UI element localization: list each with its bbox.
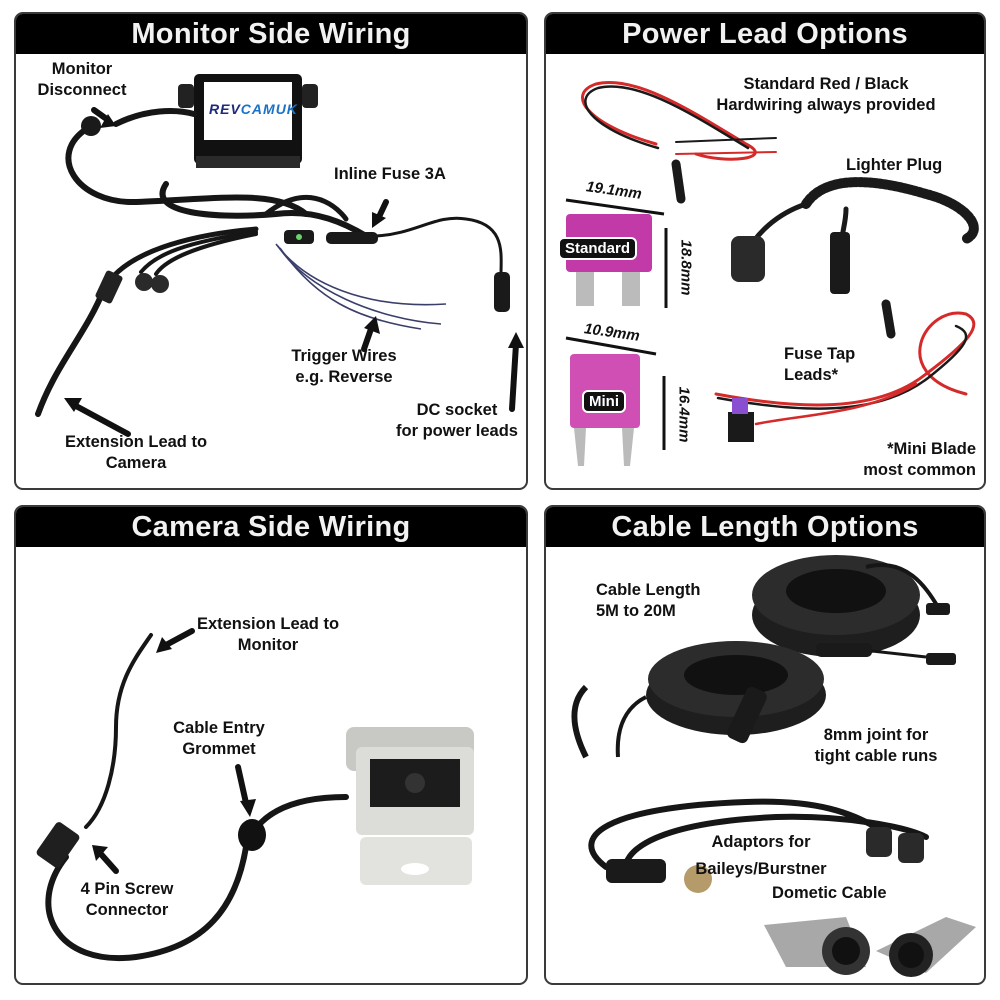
- lighter-plug-body: [731, 236, 765, 282]
- cable-reel-small: [571, 641, 826, 759]
- label-mini-blade-note: *Mini Blade most common: [863, 440, 976, 479]
- cable-length-illustration: [571, 555, 976, 977]
- four-pin-screw-connector: [36, 822, 80, 868]
- standard-fuse-image: [566, 214, 652, 306]
- label-dometic-cable: Dometic Cable: [772, 884, 887, 902]
- dometic-connectors: [764, 917, 976, 977]
- adaptor-6pin-2: [898, 833, 924, 863]
- label-lighter-plug: Lighter Plug: [846, 156, 943, 174]
- reversing-camera-image: [346, 727, 474, 885]
- dimension-arrows: [565, 198, 668, 450]
- label-extension-lead-camera: Extension Lead to Camera: [64, 433, 208, 472]
- adaptor-cables: [588, 798, 929, 882]
- trigger-wires: [275, 243, 447, 330]
- monitor-disconnect-plug: [81, 116, 101, 136]
- label-8mm-joint: 8mm joint for tight cable runs: [814, 726, 938, 765]
- panel-title: Monitor Side Wiring: [16, 14, 526, 54]
- dim-standard-height: 18.8mm: [677, 239, 695, 296]
- dc-socket-image: [494, 272, 510, 312]
- fuse-tap-leads-image: [714, 299, 976, 426]
- dc-plug: [830, 232, 850, 294]
- revcamuk-logo: REVCAMUK: [209, 101, 298, 117]
- label-cable-entry-grommet: Cable Entry Grommet: [173, 719, 265, 758]
- dim-mini-height: 16.4mm: [675, 386, 693, 443]
- arrow-heads: [64, 114, 524, 412]
- arrow-heads: [92, 637, 256, 861]
- monitor-image: [178, 74, 318, 168]
- panel-cable-length-options: Cable Length Options: [544, 505, 986, 985]
- adaptor-4pin-end: [684, 865, 712, 893]
- connector-aux-2: [151, 275, 169, 293]
- badge-mini: Mini: [582, 390, 626, 413]
- inline-fuse-holder: [326, 232, 378, 244]
- monitor-cables: [35, 108, 503, 417]
- adaptor-6pin-1: [866, 827, 892, 857]
- panel-monitor-side-wiring: Monitor Side Wiring: [14, 12, 528, 490]
- panel-camera-side-wiring: Camera Side Wiring Extension Lead to: [14, 505, 528, 985]
- panel-power-lead-options: Power Lead Options: [544, 12, 986, 490]
- monitor-wiring-illustration: [35, 74, 524, 437]
- label-trigger-wires: Trigger Wires e.g. Reverse: [291, 347, 397, 386]
- label-fuse-tap: Fuse Tap Leads*: [784, 345, 856, 384]
- camera-wiring-illustration: [36, 628, 474, 962]
- pointer-arrows: [97, 628, 249, 874]
- label-standard-hardwiring: Standard Red / Black Hardwiring always p…: [716, 75, 936, 114]
- label-monitor-disconnect: Monitor Disconnect: [37, 60, 127, 99]
- hardwiring-lead-image: [581, 81, 777, 204]
- cable-reel-large: [752, 555, 956, 665]
- lighter-plug-image: [743, 177, 979, 257]
- camera-cable: [45, 633, 349, 962]
- cable-entry-grommet: [238, 819, 266, 851]
- fuse-tap-holder: [728, 412, 754, 442]
- connector-aux-1: [135, 273, 153, 291]
- panel-title: Power Lead Options: [546, 14, 984, 54]
- label-dc-socket: DC socket for power leads: [396, 401, 518, 440]
- panel-title: Camera Side Wiring: [16, 507, 526, 547]
- connector-extension: [95, 270, 123, 304]
- label-extension-lead-monitor: Extension Lead to Monitor: [196, 615, 340, 654]
- label-adaptors: Adaptors for Baileys/Burstner: [695, 833, 827, 878]
- label-inline-fuse: Inline Fuse 3A: [334, 165, 446, 183]
- label-4-pin-connector: 4 Pin Screw Connector: [80, 880, 174, 919]
- adaptor-connector-male: [606, 859, 666, 883]
- panel-title: Cable Length Options: [546, 507, 984, 547]
- label-cable-length: Cable Length 5M to 20M: [596, 581, 701, 620]
- badge-standard: Standard: [558, 237, 638, 260]
